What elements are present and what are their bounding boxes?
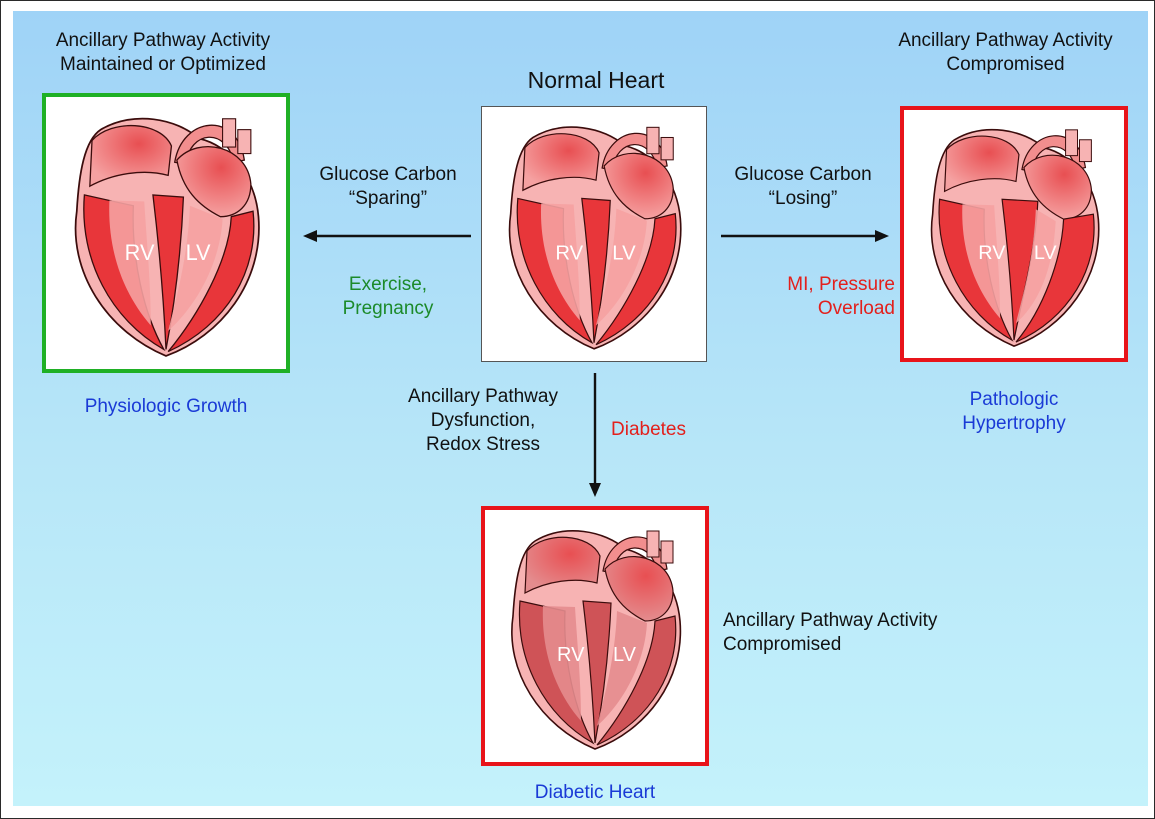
left-header-line2: Maintained or Optimized xyxy=(28,53,298,77)
lv-label: LV xyxy=(613,644,637,666)
down-arrow-line3: Redox Stress xyxy=(385,433,581,457)
pathologic-hypertrophy-heart-box: RV LV xyxy=(900,106,1128,362)
lv-label: LV xyxy=(612,242,636,264)
normal-heart-title: Normal Heart xyxy=(481,66,711,94)
right-trigger-line1: MI, Pressure xyxy=(725,273,895,297)
lv-label: LV xyxy=(186,240,211,265)
diagram-panel: Ancillary Pathway Activity Maintained or… xyxy=(13,11,1148,806)
rv-label: RV xyxy=(125,240,155,265)
rv-label: RV xyxy=(557,644,585,666)
down-arrow-label: Ancillary Pathway Dysfunction, Redox Str… xyxy=(385,385,581,457)
left-trigger-line2: Pregnancy xyxy=(313,297,463,321)
right-trigger-label: MI, Pressure Overload xyxy=(725,273,895,321)
heart-illustration: RV LV xyxy=(46,97,286,369)
diabetic-heart-box: RV LV xyxy=(481,506,709,766)
diabetic-heart-label: Diabetic Heart xyxy=(481,781,709,805)
left-arrow-line2: “Sparing” xyxy=(297,187,479,211)
bottom-side-line2: Compromised xyxy=(723,633,983,657)
right-arrow-label: Glucose Carbon “Losing” xyxy=(713,163,893,211)
left-header-line1: Ancillary Pathway Activity xyxy=(28,29,298,53)
physiologic-growth-label: Physiologic Growth xyxy=(43,395,289,419)
pathologic-hypertrophy-label: Pathologic Hypertrophy xyxy=(899,388,1129,436)
arrow-right xyxy=(721,229,889,243)
bottom-side-line1: Ancillary Pathway Activity xyxy=(723,609,983,633)
left-arrow-label: Glucose Carbon “Sparing” xyxy=(297,163,479,211)
right-arrow-line1: Glucose Carbon xyxy=(713,163,893,187)
left-arrow-line1: Glucose Carbon xyxy=(297,163,479,187)
left-trigger-line1: Exercise, xyxy=(313,273,463,297)
down-arrow-line2: Dysfunction, xyxy=(385,409,581,433)
left-trigger-label: Exercise, Pregnancy xyxy=(313,273,463,321)
rv-label: RV xyxy=(555,242,583,264)
heart-illustration: RV LV xyxy=(482,107,706,361)
physiologic-growth-heart-box: RV LV xyxy=(42,93,290,373)
bottom-side-label: Ancillary Pathway Activity Compromised xyxy=(723,609,983,657)
heart-illustration: RV LV xyxy=(485,510,705,762)
right-header-line2: Compromised xyxy=(873,53,1138,77)
arrow-down xyxy=(588,373,602,497)
right-trigger-line2: Overload xyxy=(725,297,895,321)
right-header-line1: Ancillary Pathway Activity xyxy=(873,29,1138,53)
normal-heart-box: RV LV xyxy=(481,106,707,362)
arrow-left xyxy=(303,229,473,243)
right-arrow-line2: “Losing” xyxy=(713,187,893,211)
left-header: Ancillary Pathway Activity Maintained or… xyxy=(28,29,298,77)
right-header: Ancillary Pathway Activity Compromised xyxy=(873,29,1138,77)
pathologic-line2: Hypertrophy xyxy=(899,412,1129,436)
down-trigger-label: Diabetes xyxy=(611,418,721,442)
lv-label: LV xyxy=(1034,242,1058,264)
heart-illustration: RV LV xyxy=(904,110,1124,358)
down-arrow-line1: Ancillary Pathway xyxy=(385,385,581,409)
pathologic-line1: Pathologic xyxy=(899,388,1129,412)
rv-label: RV xyxy=(978,242,1006,264)
